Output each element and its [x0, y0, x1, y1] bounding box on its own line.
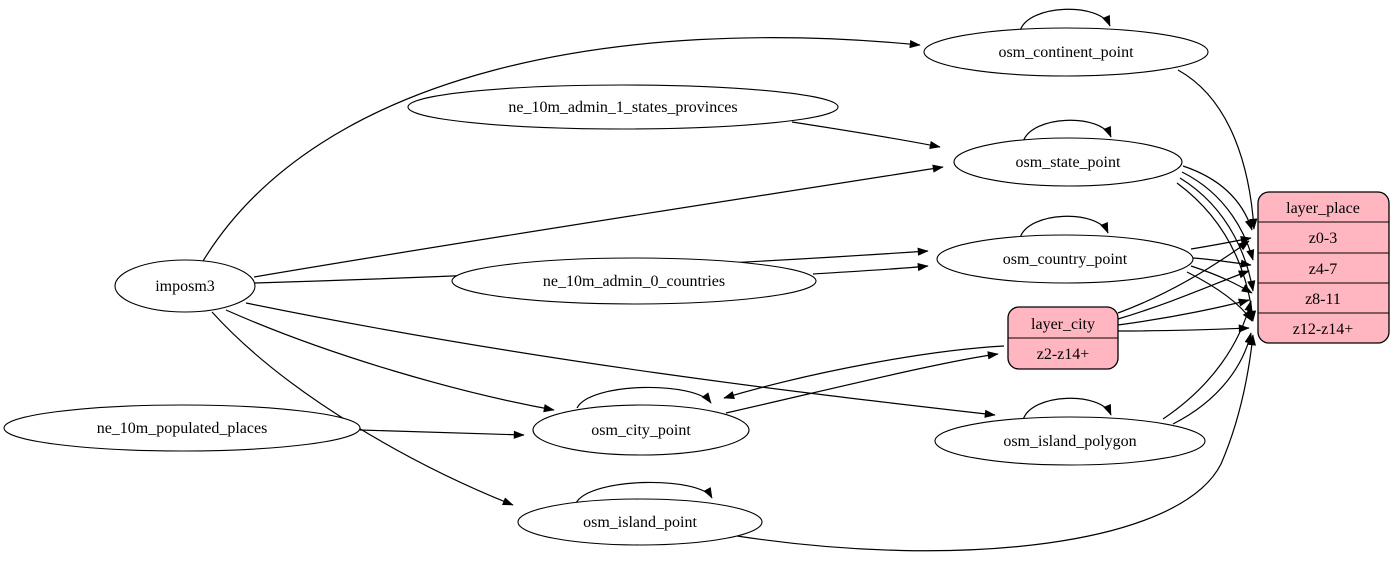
edge-osm_country_point-self-loop: [1019, 215, 1109, 239]
nodes: imposm3 ne_10m_admin_1_states_provinces …: [3, 27, 1209, 546]
edge-osm_state_point-layer_place-z0-3: [1182, 165, 1253, 231]
node-osm_country_point: osm_country_point: [936, 234, 1194, 284]
record-layer_place-row-z8-11: z8-11: [1305, 291, 1341, 308]
edge-layer_city-layer_place-z4-7: [1117, 270, 1250, 320]
edge-ne_10m_admin_1_states_provinces-osm_state_point: [791, 121, 941, 150]
edge-osm_island_point-self-loop: [575, 481, 713, 504]
node-osm_city_point-label: osm_city_point: [591, 422, 691, 439]
edge-osm_country_point-layer_place-z12-z14: [1186, 271, 1253, 322]
edge-layer_city-osm_city_point: [723, 345, 1005, 400]
record-layer_place-title: layer_place: [1286, 200, 1360, 217]
edge-osm_city_point-layer_city-z2-z14: [725, 351, 999, 414]
edge-layer_city-layer_place-z8-11: [1117, 298, 1250, 326]
edge-osm_state_point-self-loop: [1022, 119, 1112, 143]
node-osm_island_point: osm_island_point: [517, 498, 763, 546]
node-ne_10m_admin_0_countries-shape: [451, 257, 817, 305]
record-layer_place-row-z4-7: z4-7: [1309, 261, 1337, 278]
node-osm_country_point-shape: [936, 234, 1194, 284]
edge-osm_country_point-layer_place-z4-7: [1192, 257, 1252, 268]
node-osm_continent_point-label: osm_continent_point: [998, 44, 1134, 61]
record-layer_city-row-z2-z14: z2-z14+: [1037, 346, 1090, 363]
node-osm_island_polygon-label: osm_island_polygon: [1003, 433, 1136, 450]
edge-osm_country_point-layer_place-z0-3: [1190, 235, 1252, 250]
edge-osm_island_point-layer_place-z12-z14: [736, 334, 1256, 552]
node-osm_country_point-label: osm_country_point: [1003, 251, 1128, 268]
node-ne_10m_admin_1_states_provinces: ne_10m_admin_1_states_provinces: [407, 84, 839, 130]
node-ne_10m_populated_places: ne_10m_populated_places: [3, 404, 361, 452]
node-osm_continent_point: osm_continent_point: [923, 27, 1209, 77]
record-layer_city-title: layer_city: [1031, 316, 1095, 333]
record-layer_place: layer_place z0-3 z4-7 z8-11 z12-z14+: [1257, 191, 1390, 344]
edge-imposm3-osm_state_point: [253, 164, 944, 278]
record-layer_place-box: [1257, 191, 1390, 344]
edge-osm_island_polygon-layer_place-z8-11: [1162, 300, 1253, 420]
edge-ne_10m_admin_0_countries-osm_country_point: [812, 262, 929, 275]
edge-imposm3-osm_city_point: [225, 309, 555, 413]
node-osm_island_point-shape: [517, 498, 763, 546]
edges: [202, 8, 1258, 552]
node-osm_island_point-label: osm_island_point: [583, 514, 697, 531]
edge-osm_island_polygon-self-loop: [1022, 397, 1112, 421]
node-osm_island_polygon-shape: [934, 416, 1206, 466]
node-imposm3: imposm3: [114, 259, 256, 313]
node-imposm3-label: imposm3: [155, 278, 215, 295]
node-osm_island_polygon: osm_island_polygon: [934, 416, 1206, 466]
edge-layer_city-layer_place-z12-z14: [1117, 324, 1250, 333]
edge-osm_city_point-self-loop: [576, 386, 712, 409]
edge-osm_country_point-layer_place-z8-11: [1190, 265, 1253, 294]
node-osm_state_point-shape: [953, 137, 1183, 187]
edge-osm_state_point-layer_place-z4-7: [1181, 171, 1255, 261]
record-layer_city: layer_city z2-z14+: [1007, 306, 1119, 370]
node-imposm3-shape: [114, 259, 256, 313]
record-layer_place-row-z0-3: z0-3: [1309, 230, 1337, 247]
node-ne_10m_populated_places-label: ne_10m_populated_places: [97, 420, 268, 437]
node-ne_10m_admin_0_countries-label: ne_10m_admin_0_countries: [543, 273, 725, 290]
node-ne_10m_admin_0_countries: ne_10m_admin_0_countries: [451, 257, 817, 305]
node-osm_continent_point-shape: [923, 27, 1209, 77]
edge-ne_10m_populated_places-osm_city_point: [359, 429, 525, 439]
record-layer_place-row-z12-z14: z12-z14+: [1293, 321, 1354, 338]
edge-imposm3-osm_island_polygon: [245, 302, 996, 418]
node-osm_state_point: osm_state_point: [953, 137, 1183, 187]
edge-osm_continent_point-layer_place-z0-3: [1177, 69, 1258, 230]
node-osm_city_point-shape: [532, 404, 750, 456]
edge-osm_continent_point-self-loop: [1019, 8, 1111, 32]
node-ne_10m_admin_1_states_provinces-shape: [407, 84, 839, 130]
node-ne_10m_admin_1_states_provinces-label: ne_10m_admin_1_states_provinces: [508, 99, 737, 116]
edge-layer_city-layer_place-z0-3: [1117, 240, 1250, 314]
edge-osm_state_point-layer_place-z8-11: [1179, 177, 1256, 292]
node-osm_state_point-label: osm_state_point: [1016, 154, 1121, 171]
node-ne_10m_populated_places-shape: [3, 404, 361, 452]
edge-imposm3-osm_continent_point: [202, 37, 921, 262]
node-osm_city_point: osm_city_point: [532, 404, 750, 456]
